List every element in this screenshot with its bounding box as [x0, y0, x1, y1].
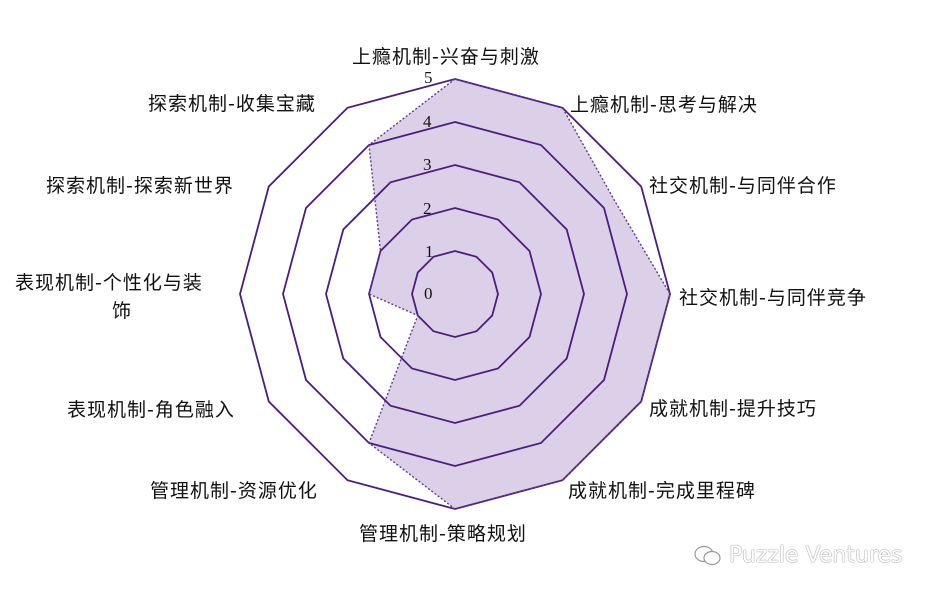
axis-label: 社交机制-与同伴竞争 [679, 287, 867, 309]
grid-ring-3 [325, 164, 585, 424]
axis-label: 饰 [112, 300, 133, 322]
grid-ring-4 [282, 121, 628, 467]
data-area [369, 79, 670, 509]
axis-label: 上瘾机制-思考与解决 [570, 94, 758, 116]
tick-label: 5 [424, 68, 433, 87]
axis-label: 探索机制-探索新世界 [46, 175, 234, 197]
axis-label: 探索机制-收集宝藏 [148, 93, 316, 115]
data-polygon [369, 79, 670, 509]
tick-label: 0 [424, 284, 433, 303]
grid-ring-2 [368, 207, 542, 381]
axis-label: 成就机制-提升技巧 [649, 398, 817, 420]
data-outline [368, 78, 671, 510]
tick-label: 2 [423, 199, 432, 218]
grid-ring-1 [411, 250, 499, 338]
axis-label: 社交机制-与同伴合作 [649, 175, 837, 197]
data-outline-dotted [368, 78, 671, 510]
tick-label: 3 [423, 155, 432, 174]
axis-label: 管理机制-资源优化 [150, 480, 318, 502]
axis-label: 上瘾机制-兴奋与刺激 [352, 46, 540, 68]
axis-label: 表现机制-角色融入 [67, 399, 235, 421]
tick-label: 1 [425, 242, 434, 261]
watermark-text: Puzzle Ventures [729, 543, 903, 568]
axis-label: 成就机制-完成里程碑 [568, 480, 756, 502]
watermark: Puzzle Ventures [693, 543, 903, 568]
tick-label: 4 [423, 112, 432, 131]
axis-label: 管理机制-策略规划 [359, 523, 527, 545]
wechat-icon [694, 545, 721, 565]
axis-label: 表现机制-个性化与装 [15, 272, 203, 294]
